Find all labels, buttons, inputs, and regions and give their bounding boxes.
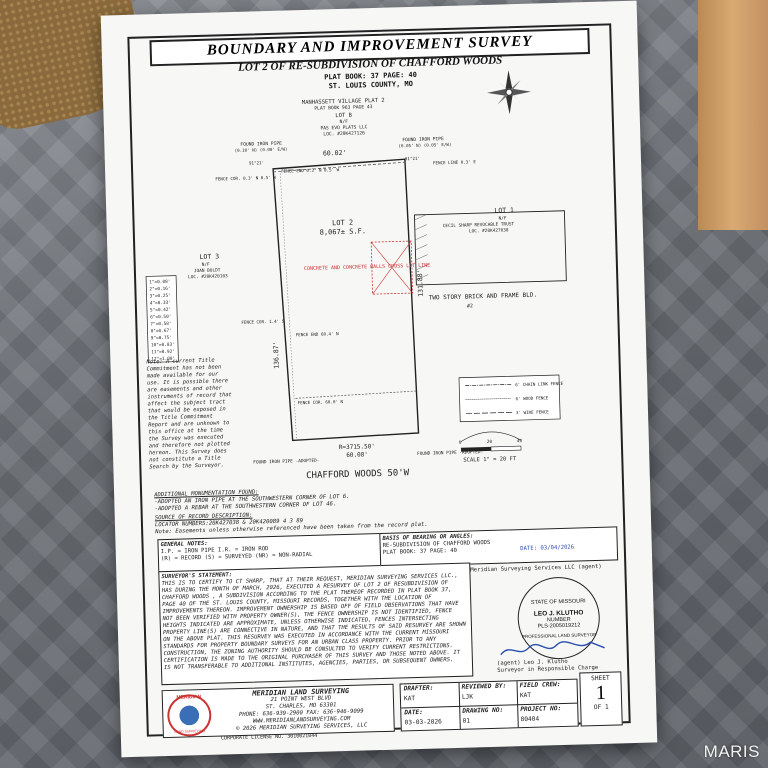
concrete-note: CONCRETE AND CONCRETE WALLS CROSS LOT LI…: [304, 263, 431, 273]
reviewed-by: LJK: [461, 693, 474, 701]
fence-line-label: FENCE LINE 0.3' E: [433, 159, 476, 165]
lot-3-label: LOT 3: [199, 252, 219, 261]
lot-2-area: 8,067± S.F.: [320, 227, 367, 236]
north-plat-ref: PLAT BOOK 963 PAGE 43: [314, 104, 372, 112]
svg-text:6"=0.50': 6"=0.50': [150, 314, 171, 321]
svg-text:12"=1.00': 12"=1.00': [151, 356, 175, 363]
field-crew: KAT: [519, 691, 532, 700]
svg-text:5"=0.42': 5"=0.42': [150, 307, 171, 314]
north-plat: MANHASSETT VILLAGE PLAT 2: [302, 98, 385, 106]
bottom-dimension: 60.08': [346, 451, 368, 459]
svg-text:4"=0.33': 4"=0.33': [150, 300, 171, 307]
lot-2-label: LOT 2: [332, 219, 353, 228]
found-iron-bottom-left: FOUND IRON PIPE -ADOPTED-: [253, 458, 319, 466]
inch-conversion-table: [145, 275, 179, 363]
wood-furniture: [698, 0, 768, 230]
found-iron-bottom-right: FOUND IRON PIPE -ADOPTED-: [417, 449, 483, 457]
survey-date: DATE: 03/04/2026: [520, 544, 575, 553]
svg-text:2"=0.16': 2"=0.16': [149, 286, 170, 293]
lot-1-label: LOT 1: [494, 206, 514, 215]
fence-corner-mid: FENCE COR. 1.4' S: [241, 319, 284, 325]
lot-b-label: LOT B: [335, 113, 352, 119]
lot-1-nf: N/F: [498, 215, 506, 221]
survey-plan-drawing: MANHASSETT VILLAGE PLAT 2 PLAT BOOK 963 …: [145, 70, 567, 481]
svg-text:9"=0.75': 9"=0.75': [151, 335, 172, 342]
drafter: KAT: [403, 695, 416, 703]
legend-wire: 3' WIRE FENCE: [516, 409, 549, 415]
surveyor-statement: SURVEYOR'S STATEMENT: THIS IS TO CERTIFY…: [158, 562, 474, 686]
svg-text:8"=0.67': 8"=0.67': [150, 328, 171, 335]
found-iron-left: FOUND IRON PIPE: [240, 141, 282, 148]
fence-end-mid: FENCE END 60.4' N: [296, 331, 339, 337]
lot-3-nf: N/F: [202, 262, 210, 268]
lot-3-owner: JOAN BOLDT: [194, 267, 221, 274]
angle-top-right: 91°21': [405, 156, 420, 161]
legend-chain-link: 6' CHAIN LINK FENCE: [515, 381, 564, 387]
svg-text:SCALE 1" = 20 FT: SCALE 1" = 20 FT: [463, 456, 517, 463]
building-number: #2: [467, 303, 473, 309]
svg-text:0: 0: [459, 440, 462, 446]
lot-3-loc: LOC. #20K420103: [188, 273, 228, 280]
survey-document: BOUNDARY AND IMPROVEMENT SURVEY LOT 2 OF…: [100, 0, 658, 758]
scale-bar: 0 20 40 SCALE 1" = 20 FT: [459, 431, 523, 464]
building-label: TWO STORY BRICK AND FRAME BLD.: [429, 292, 538, 302]
lot-b-owner: PAS EVO PLATS LLC: [320, 124, 367, 131]
right-dimension: 131.88': [416, 269, 425, 297]
company-block: MERIDIAN LAND SURVEYING MERIDIAN LAND SU…: [161, 683, 395, 739]
signature: [500, 641, 605, 656]
concrete-area: [370, 240, 414, 295]
sheet-box: SHEET 1 OF 1: [579, 671, 623, 727]
license-number: CORPORATE LICENSE NO. 3010021044: [220, 732, 318, 742]
drawing-date: 03-03-2026: [404, 718, 442, 727]
lot-b-nf: N/F: [340, 119, 349, 125]
drawing-number: 01: [462, 717, 471, 725]
street-name: CHAFFORD WOODS 50'W: [306, 468, 410, 481]
title-block: DRAFTER: KAT REVIEWED BY: LJK FIELD CREW…: [399, 678, 579, 732]
svg-text:1"=0.08': 1"=0.08': [149, 279, 170, 286]
svg-text:11"=0.92': 11"=0.92': [151, 349, 175, 356]
title-commitment-note: Note: A current Title Commitment has not…: [146, 357, 232, 471]
svg-text:40: 40: [517, 438, 523, 444]
svg-text:7"=0.58': 7"=0.58': [150, 321, 171, 328]
lot-2-boundary: [272, 158, 420, 442]
fence-corner-bottom: FENCE COR. 60.0' N: [298, 399, 344, 405]
left-dimension: 136.87': [272, 341, 281, 369]
project-number: 80404: [520, 715, 540, 724]
fence-corner-top: FENCE COR. 0.3' N 0.5' W: [215, 175, 276, 182]
basis-of-bearing-box: BASIS OF BEARING OR ANGLES: RE-SUBDIVISI…: [379, 526, 619, 568]
lot-1-loc: LOC. #20K427038: [469, 227, 509, 234]
angle-top-left: 91°21': [249, 160, 264, 165]
top-dimension: 60.02': [323, 149, 347, 158]
company-logo: MERIDIAN LAND SURVEYING: [166, 693, 212, 738]
lot-1-owner: CECIL SHARP REVOCABLE TRUST: [443, 221, 515, 229]
found-iron-right: FOUND IRON PIPE: [402, 136, 444, 143]
north-arrow-icon: [487, 70, 532, 115]
fence-end-top: FENCE END 0.3' N 0.5' W: [281, 167, 340, 174]
svg-text:10"=0.83': 10"=0.83': [151, 342, 175, 349]
lot-b-loc: LOC. #20K427126: [323, 130, 365, 137]
svg-text:3"=0.25': 3"=0.25': [150, 293, 171, 300]
found-iron-right-offset: (0.05' N) (0.05' E/W): [398, 142, 451, 148]
svg-text:20: 20: [487, 439, 493, 445]
curve-radius: R=3715.50': [339, 443, 375, 451]
legend-wood: 6' WOOD FENCE: [516, 395, 549, 401]
found-iron-left-offset: (0.10' N) (0.00' E/W): [234, 146, 287, 152]
sheet-number: 1: [595, 681, 607, 705]
watermark: MARIS: [703, 742, 760, 761]
